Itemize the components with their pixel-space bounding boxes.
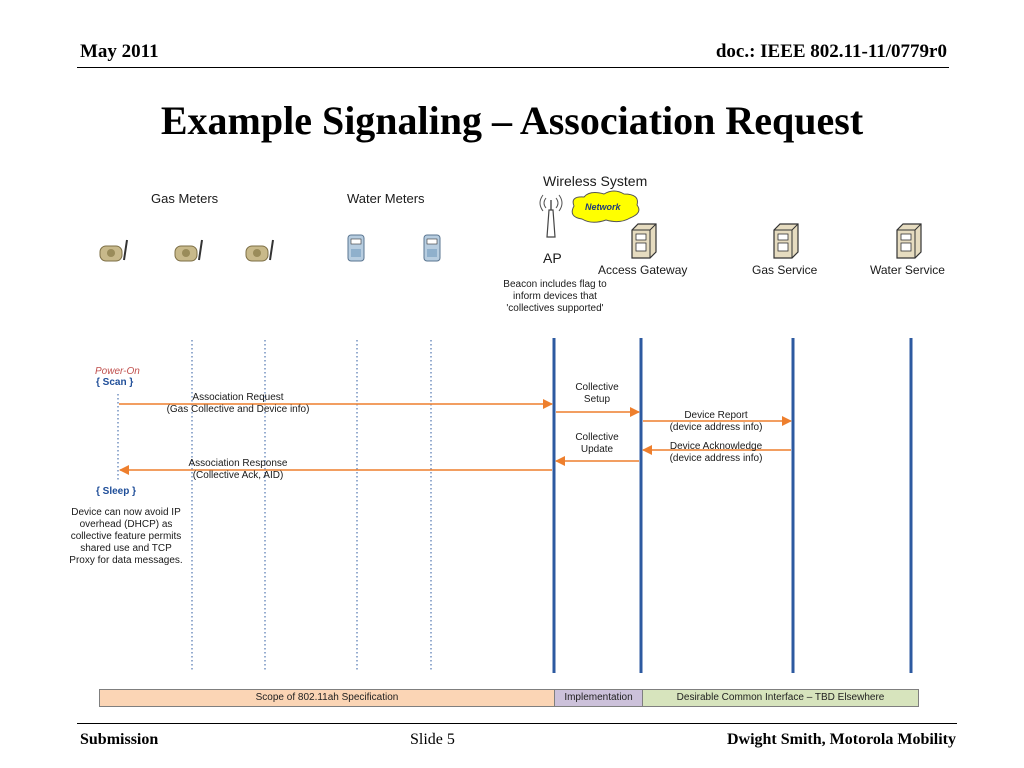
- footer-slide-number: Slide 5: [410, 731, 455, 748]
- network-cloud-icon: [571, 190, 640, 223]
- water-meters-label: Water Meters: [347, 191, 425, 206]
- header-rule: [77, 67, 949, 68]
- scope-common-interface-band: Desirable Common Interface – TBD Elsewhe…: [642, 689, 919, 707]
- gas-meters-label: Gas Meters: [151, 191, 219, 206]
- network-label: Network: [585, 202, 621, 212]
- water-meter-icon: [347, 234, 365, 262]
- header-doc-id: doc.: IEEE 802.11-11/0779r0: [715, 41, 947, 62]
- assoc-request-label: Association Request (Gas Collective and …: [166, 392, 310, 415]
- scope-spec-band: Scope of 802.11ah Specification: [99, 689, 555, 707]
- device-report-label: Device Report (device address info): [669, 410, 763, 433]
- ap-label: AP: [543, 250, 562, 266]
- header-date: May 2011: [80, 41, 159, 62]
- sleep-state-label: { Sleep }: [96, 486, 137, 497]
- water-service-server-icon: [896, 223, 922, 259]
- gas-meter-icon: [174, 239, 203, 262]
- wireless-system-label: Wireless System: [543, 173, 648, 189]
- gas-service-label: Gas Service: [752, 263, 818, 277]
- beacon-note: Beacon includes flag to inform devices t…: [503, 279, 607, 314]
- footer-submission: Submission: [80, 731, 159, 748]
- collective-setup-label: Collective Setup: [575, 382, 619, 405]
- assoc-response-label: Association Response (Collective Ack, AI…: [188, 458, 288, 481]
- scope-implementation-band: Implementation: [554, 689, 643, 707]
- gas-meter-icon: [245, 239, 274, 262]
- gas-service-server-icon: [773, 223, 799, 259]
- gas-meter-icon: [99, 239, 128, 262]
- water-meter-icon: [423, 234, 441, 262]
- scan-state-label: { Scan }: [96, 377, 134, 388]
- power-on-label: Power-On: [95, 366, 140, 377]
- access-gateway-label: Access Gateway: [598, 263, 688, 277]
- footer-author: Dwight Smith, Motorola Mobility: [726, 731, 956, 748]
- water-service-label: Water Service: [870, 263, 945, 277]
- access-point-icon: [539, 194, 563, 238]
- collective-update-label: Collective Update: [575, 432, 619, 455]
- access-gateway-server-icon: [631, 223, 657, 259]
- slide-title: Example Signaling – Association Request: [160, 98, 864, 143]
- device-note: Device can now avoid IP overhead (DHCP) …: [69, 507, 183, 566]
- footer-rule: [77, 723, 957, 724]
- device-ack-label: Device Acknowledge (device address info): [669, 441, 763, 464]
